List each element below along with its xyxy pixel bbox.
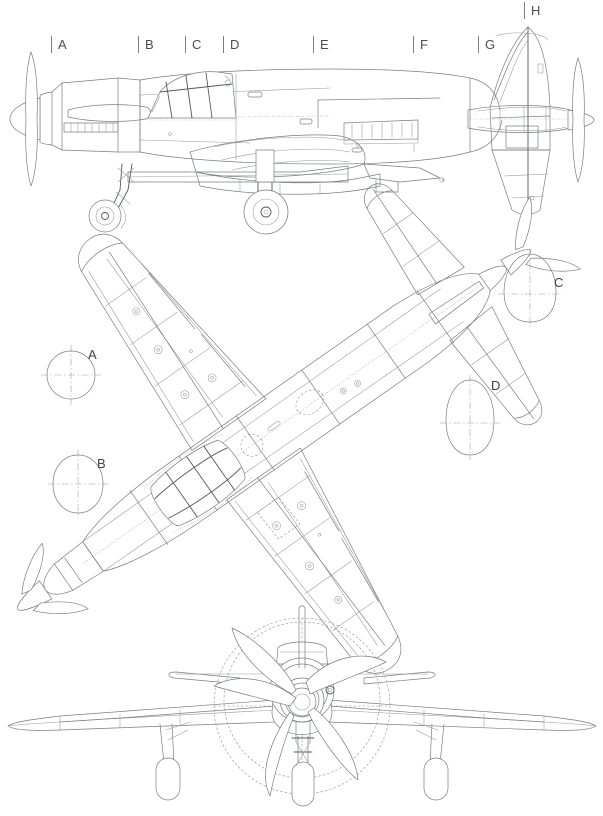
section-marker-E: E [313, 36, 329, 53]
section-label-D: D [230, 37, 240, 52]
section-marker-C: C [185, 36, 201, 53]
plan-tailplanes [363, 183, 543, 426]
section-tick-F [413, 36, 414, 53]
section-marker-G: G [478, 36, 495, 53]
section-tick-D [223, 36, 224, 53]
cross-section-A [41, 345, 101, 405]
section-marker-H: H [524, 2, 540, 19]
cross-section-label-D: D [491, 378, 501, 393]
side-nose-landing-gear [243, 149, 289, 235]
cross-section-B [48, 450, 108, 518]
section-label-C: C [192, 37, 202, 52]
plan-port-wing [78, 233, 267, 451]
section-label-E: E [320, 37, 329, 52]
section-marker-B: B [138, 36, 154, 53]
front-ventral-fin [295, 721, 311, 743]
plan-canopy [143, 433, 253, 533]
side-intake-grille [343, 119, 419, 153]
cross-section-label-A: A [88, 347, 97, 362]
section-tick-H [524, 2, 525, 19]
cross-section-C [498, 249, 562, 327]
front-spinner-shaft [298, 605, 306, 669]
plan-starboard-wing [226, 447, 402, 674]
section-tick-C [185, 36, 186, 53]
section-marker-F: F [413, 36, 428, 53]
section-marker-A: A [51, 36, 67, 53]
front-propeller-blades [213, 627, 387, 797]
section-label-B: B [145, 37, 154, 52]
section-label-A: A [58, 37, 67, 52]
section-label-F: F [420, 37, 428, 52]
section-marker-D: D [223, 36, 239, 53]
side-fuselage-details [168, 73, 535, 201]
front-landing-gear [155, 721, 449, 807]
section-tick-G [478, 36, 479, 53]
section-label-H: H [531, 3, 541, 18]
side-main-landing-gear [88, 163, 135, 233]
section-tick-E [313, 36, 314, 53]
plan-fuselage [17, 196, 581, 614]
section-tick-A [51, 36, 52, 53]
cross-section-label-B: B [97, 456, 106, 471]
section-tick-B [138, 36, 139, 53]
section-label-G: G [485, 37, 496, 52]
side-tail-assembly [467, 26, 595, 215]
cross-section-D [440, 375, 500, 460]
front-wings [7, 699, 597, 731]
cross-section-label-C: C [554, 275, 564, 290]
side-fuselage [9, 51, 471, 187]
exhaust-stacks [63, 122, 119, 133]
side-cockpit-canopy [147, 71, 237, 121]
